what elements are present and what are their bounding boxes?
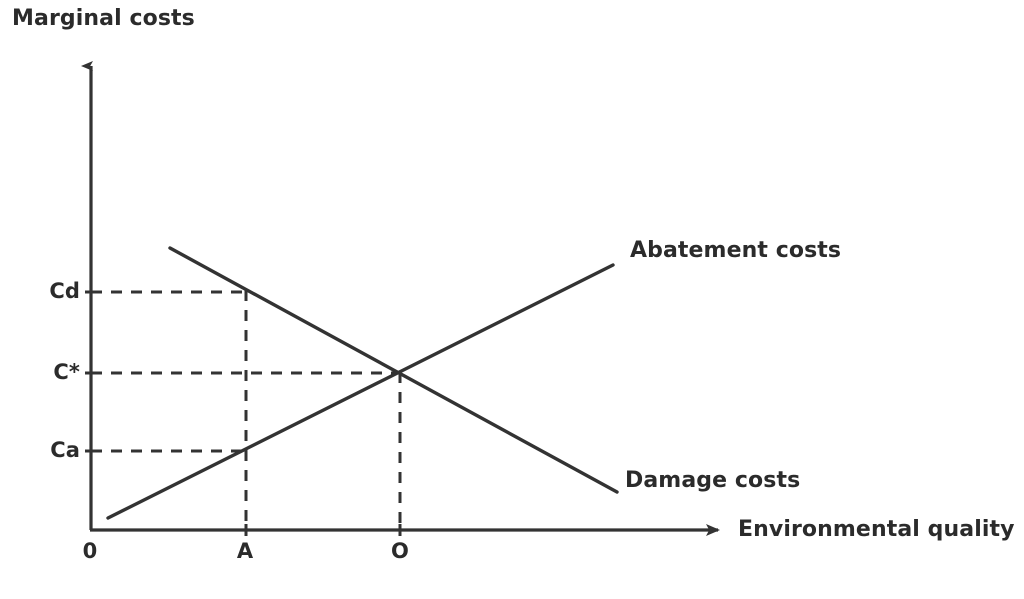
abatement-costs-line [106,263,615,520]
damage-costs-label: Damage costs [625,468,801,493]
x-tick-label-o: O [391,539,409,563]
abatement-costs-label: Abatement costs [630,238,842,263]
y-tick-label-ca: Ca [50,438,80,462]
damage-costs-line [168,246,619,494]
x-axis-title: Environmental quality [738,517,1015,542]
y-tick-label-cd: Cd [49,279,80,303]
x-tick-label-zero: 0 [82,539,98,563]
y-tick-label-cstar: C* [53,360,80,384]
x-tick-label-a: A [236,539,254,563]
y-axis-title: Marginal costs [12,6,195,31]
